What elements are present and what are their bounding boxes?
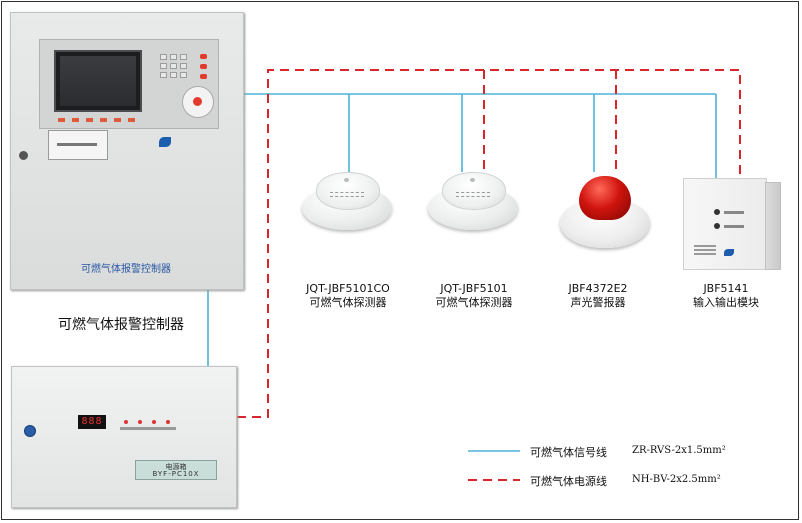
keypad-key — [170, 54, 177, 60]
device-label-detector-co: JQT-JBF5101CO 可燃气体探测器 — [288, 282, 408, 310]
detector-indicator — [470, 178, 475, 182]
legend-signal-spec: ZR-RVS-2x1.5mm² — [632, 445, 726, 456]
alarm-red-dome — [579, 176, 631, 220]
keypad-key — [160, 72, 167, 78]
device-name: 输入输出模块 — [693, 296, 759, 309]
function-key — [100, 118, 107, 122]
red-key — [200, 54, 207, 59]
controller-panel-label: 可燃气体报警控制器 — [81, 264, 171, 275]
gas-detector — [428, 172, 518, 238]
keypad-key — [170, 63, 177, 69]
status-led — [124, 420, 128, 424]
sound-light-alarm — [560, 172, 650, 252]
io-module — [683, 178, 781, 270]
nameplate-title: 电源箱 — [165, 463, 187, 471]
cabinet-lock-icon — [19, 151, 28, 160]
led-caption — [120, 427, 134, 430]
gas-alarm-controller: 可燃气体报警控制器 — [10, 12, 244, 290]
company-logo-icon — [724, 249, 734, 256]
voltage-display: 888 — [78, 415, 106, 429]
detector-indicator — [344, 178, 349, 182]
signal-lines — [207, 93, 717, 366]
power-supply-box: 888 电源箱 BYF-PC10X — [11, 366, 237, 508]
powerbox-nameplate: 电源箱 BYF-PC10X — [135, 460, 217, 480]
device-name: 可燃气体探测器 — [435, 296, 513, 309]
company-logo-icon — [159, 137, 171, 147]
red-key — [200, 64, 207, 69]
keypad-key — [160, 54, 167, 60]
legend-power-spec: NH-BV-2x2.5mm² — [632, 474, 721, 485]
device-label-detector: JQT-JBF5101 可燃气体探测器 — [414, 282, 534, 310]
device-model: JBF4372E2 — [568, 282, 628, 295]
legend-signal-label: 可燃气体信号线 — [530, 446, 607, 459]
module-label — [694, 245, 716, 259]
lcd-screen — [54, 50, 142, 112]
detector-vent — [330, 192, 364, 197]
power-lines — [237, 69, 741, 418]
module-indicator-caption — [724, 225, 744, 228]
device-model: JQT-JBF5101CO — [306, 282, 390, 295]
keypad-key — [160, 63, 167, 69]
led-caption — [148, 427, 162, 430]
device-model: JBF5141 — [703, 282, 749, 295]
led-caption — [134, 427, 148, 430]
function-key — [128, 118, 135, 122]
legend-power-label: 可燃气体电源线 — [530, 475, 607, 488]
module-indicator-caption — [724, 211, 744, 214]
keypad-key — [180, 72, 187, 78]
detector-vent — [456, 192, 490, 197]
device-name: 可燃气体探测器 — [309, 296, 387, 309]
navigation-pad — [182, 86, 214, 118]
function-key — [114, 118, 121, 122]
led-caption — [162, 427, 176, 430]
status-led — [138, 420, 142, 424]
function-key — [58, 118, 65, 122]
device-label-alarm: JBF4372E2 声光警报器 — [548, 282, 648, 310]
power-bus — [237, 69, 741, 418]
status-led — [166, 420, 170, 424]
device-model: JQT-JBF5101 — [440, 282, 508, 295]
status-led — [152, 420, 156, 424]
device-label-module: JBF5141 输入输出模块 — [676, 282, 776, 310]
nameplate-model: BYF-PC10X — [152, 470, 200, 478]
keypad-key — [170, 72, 177, 78]
powerbox-lock-icon — [24, 425, 36, 437]
controller-caption: 可燃气体报警控制器 — [58, 317, 184, 333]
module-indicator — [714, 223, 720, 229]
controller-control-panel — [39, 39, 219, 129]
function-key — [86, 118, 93, 122]
device-name: 声光警报器 — [570, 296, 626, 309]
module-indicator — [714, 209, 720, 215]
keypad-key — [180, 54, 187, 60]
red-key — [200, 74, 207, 79]
module-face — [683, 178, 767, 270]
function-key — [72, 118, 79, 122]
module-side — [765, 182, 781, 270]
keypad-key — [180, 63, 187, 69]
printer-slot — [48, 130, 108, 160]
gas-detector-co — [302, 172, 392, 238]
